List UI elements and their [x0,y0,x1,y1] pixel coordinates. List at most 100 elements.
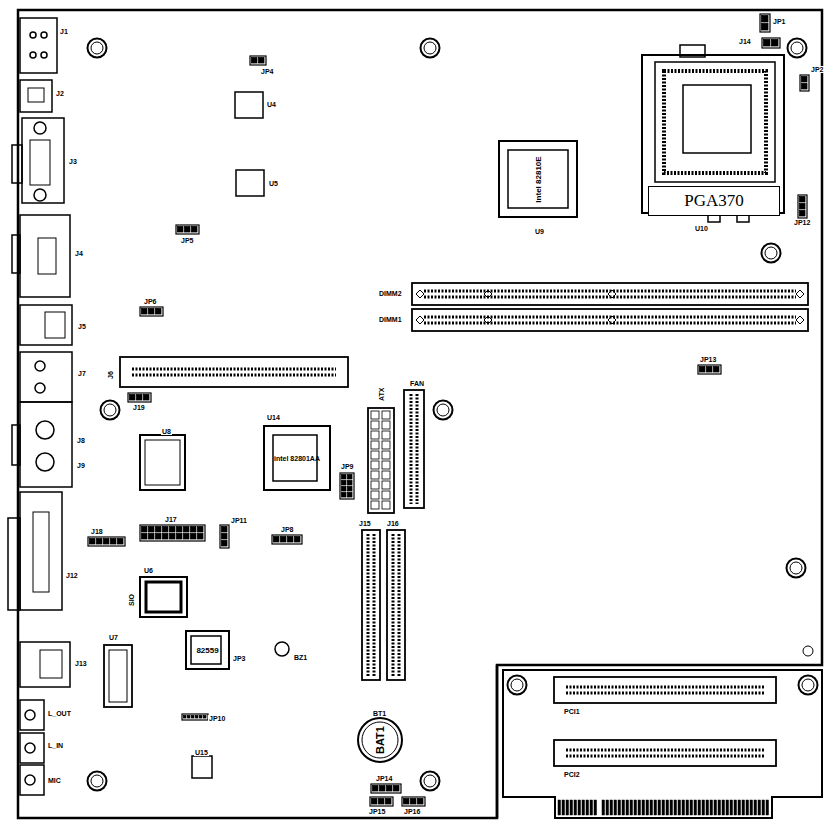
power-pin [382,471,390,479]
slot-contacts [392,534,395,676]
pin [222,534,228,540]
gold-finger [666,800,669,815]
part-label: JP9 [340,463,354,470]
chip-body [109,650,127,702]
pin [259,58,265,64]
dimm-slot [412,283,808,305]
power-pin [382,491,390,499]
jack-opening [25,775,35,785]
gold-finger [618,800,621,815]
part-label: U15 [194,749,209,756]
battery-label: BAT1 [374,726,386,754]
gold-finger [646,800,649,815]
pin [30,52,36,58]
pin [348,487,353,492]
gold-finger [574,800,577,815]
screw [34,122,46,134]
chip [104,645,132,707]
rj-connector [20,80,52,112]
key-mark [416,316,424,324]
pin [707,367,713,373]
dimm-slot [412,309,808,331]
pin [170,527,176,533]
usb-connector [20,18,57,73]
pin [90,539,96,545]
chip-body [191,636,221,664]
gold-finger [694,800,697,815]
gold-finger [650,800,653,815]
screw [34,189,46,201]
part-label: SIO [128,593,135,607]
rj-opening [45,312,65,338]
usb-connector [20,352,72,402]
gold-finger [750,800,753,815]
part-label: L_IN [47,742,64,749]
part-label: PCI1 [563,708,581,715]
mounting-hole [762,244,781,263]
gold-finger [670,800,673,815]
pin-header [402,797,425,806]
pin-header [800,75,809,91]
pin [800,197,806,203]
pin [387,786,393,792]
pin [184,534,190,540]
part-label: JP2 [810,66,824,73]
pin [373,786,379,792]
gold-finger [766,800,769,815]
power-pin [371,431,379,439]
socket-cavity [683,85,751,153]
part-label: JP8 [280,526,294,533]
audio-jack [20,765,44,795]
port [35,361,45,371]
part-label: U10 [694,225,709,232]
audio-jack [20,733,44,763]
part-label: J1 [59,28,69,35]
mounting-hole [799,676,818,695]
pin [762,24,769,31]
mounting-hole [787,559,806,578]
gold-finger [562,800,565,815]
pin [372,799,378,805]
pin [156,527,162,533]
fan-header-block [404,390,424,508]
gold-finger [662,800,665,815]
gold-finger [578,800,581,815]
jack-opening [25,743,35,753]
part-label: U4 [266,101,277,108]
part-label: J7 [77,370,87,377]
pin [342,475,347,480]
pin-header [371,784,401,793]
socket-pin-field [655,62,775,182]
part-label: J9 [76,462,86,469]
battery: BAT1 [356,716,404,764]
gold-finger [702,800,705,815]
key-mark [484,290,492,298]
power-pin [371,451,379,459]
com-connector [20,215,70,297]
socket-lever [680,45,705,57]
super-io-chip [140,577,187,617]
gold-finger [734,800,737,815]
pin-header [798,195,807,218]
gold-finger [710,800,713,815]
floppy-connector [120,357,348,387]
gold-finger [642,800,645,815]
slot-contacts [566,749,764,752]
mounting-hole [88,772,107,791]
part-label: JP16 [403,808,421,815]
gold-finger [658,800,661,815]
pin [184,716,187,719]
gold-finger [558,800,561,815]
pin [144,395,150,401]
battery-rim [358,718,402,762]
part-label: J2 [55,90,65,97]
gold-finger [674,800,677,815]
vga-connector [22,118,64,203]
pin [411,799,417,805]
pin [764,40,771,47]
pin [772,40,779,47]
pin [700,367,706,373]
gold-finger [654,800,657,815]
southbridge-chip: intel 82801AA [263,425,331,491]
mounting-hole [437,404,449,416]
